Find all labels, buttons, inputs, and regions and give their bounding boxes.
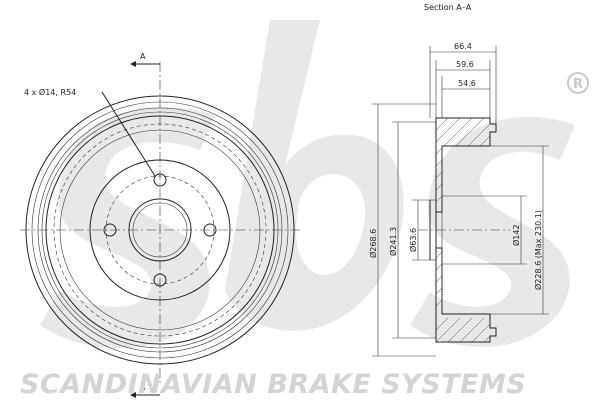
section-hatching-bottom — [435, 251, 491, 343]
section-title: Section A–A — [424, 3, 472, 12]
sbs-watermark-logo — [40, 20, 575, 349]
section-view: Section A–A — [368, 3, 549, 357]
section-marker-top: A — [140, 52, 146, 61]
hole-spec-leader — [101, 91, 156, 177]
width-dimensions: 66.4 59.6 54.6 — [429, 42, 497, 124]
dim-268-6: Ø268.6 — [368, 229, 378, 258]
registered-mark-icon — [567, 72, 589, 94]
brand-name: SCANDINAVIAN BRAKE SYSTEMS — [20, 369, 526, 400]
drum-section-outline — [435, 117, 497, 213]
dim-241-3: Ø241.3 — [388, 227, 398, 256]
registered-mark-letter: R — [573, 77, 583, 92]
dim-54-6: 54.6 — [458, 79, 476, 88]
front-view: A A 4 x Ø14, R54 — [20, 52, 300, 398]
dim-59-6: 59.6 — [456, 60, 474, 69]
dim-63-6: Ø63.6 — [408, 228, 418, 252]
left-diameter-dimensions: Ø268.6 Ø241.3 Ø63.6 — [368, 103, 436, 357]
dim-228-6: Ø228.6 (Max 230.1) — [533, 210, 543, 290]
dim-66-4: 66.4 — [454, 42, 472, 51]
section-hatching-top — [435, 117, 491, 203]
right-diameter-dimensions: Ø142 Ø228.6 (Max 230.1) — [442, 145, 549, 315]
hole-spec-label: 4 x Ø14, R54 — [24, 87, 76, 97]
section-marker-bottom: A — [140, 383, 146, 392]
dim-142: Ø142 — [511, 224, 521, 246]
